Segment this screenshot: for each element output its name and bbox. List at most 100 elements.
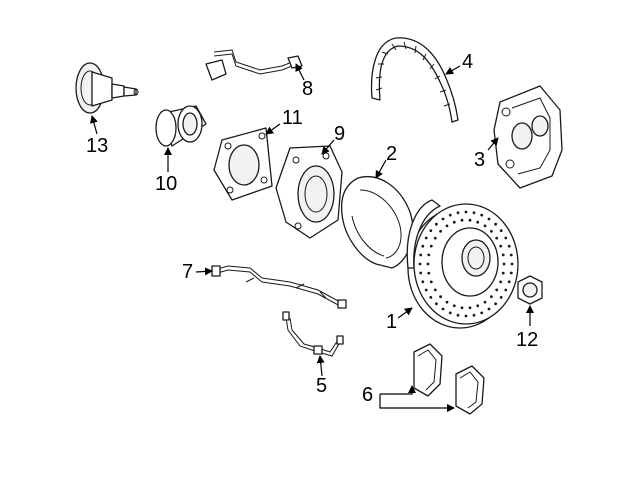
drill-hole xyxy=(480,311,484,315)
drill-hole xyxy=(452,220,456,224)
drill-hole xyxy=(441,217,445,221)
wheel-carrier xyxy=(275,145,343,239)
brake-hose xyxy=(370,37,459,123)
drill-hole xyxy=(476,304,480,308)
drill-hole xyxy=(510,262,514,266)
drill-hole xyxy=(429,296,433,299)
drill-hole xyxy=(499,244,503,248)
drill-hole xyxy=(472,211,476,215)
callout-5: 5 xyxy=(316,375,327,397)
callout-13: 13 xyxy=(86,135,108,157)
drill-hole xyxy=(429,280,433,284)
callout-10: 10 xyxy=(155,173,177,195)
drill-hole xyxy=(499,296,503,299)
drill-hole xyxy=(509,271,513,275)
leader-11 xyxy=(265,123,281,135)
drill-hole xyxy=(490,229,493,233)
callout-4: 4 xyxy=(462,51,473,73)
bearing-mounting-plate xyxy=(213,127,273,201)
drill-hole xyxy=(429,244,433,248)
callout-3: 3 xyxy=(474,149,485,171)
brake-pads xyxy=(413,343,485,415)
drill-hole xyxy=(464,210,468,214)
drill-hole xyxy=(448,311,452,315)
drill-hole xyxy=(456,313,460,317)
drill-hole xyxy=(439,295,442,299)
brake-caliper xyxy=(493,85,563,189)
brake-rotor-drilled xyxy=(406,199,519,329)
hub-drive-flange xyxy=(75,62,139,114)
drill-hole xyxy=(483,224,487,228)
leader-3 xyxy=(487,137,499,151)
wheel-bearing xyxy=(155,105,207,147)
leader-9 xyxy=(321,139,335,155)
drill-hole xyxy=(509,253,513,257)
drill-hole xyxy=(418,262,422,266)
drill-hole xyxy=(468,306,472,310)
leader-6a xyxy=(380,385,416,395)
drill-hole xyxy=(435,222,438,226)
drill-hole xyxy=(445,224,449,228)
drill-hole xyxy=(445,300,449,304)
drill-hole xyxy=(427,253,431,257)
drill-hole xyxy=(483,300,487,304)
drill-hole xyxy=(460,218,464,222)
drill-hole xyxy=(429,229,433,233)
callout-12: 12 xyxy=(516,329,538,351)
drill-hole xyxy=(421,280,425,284)
drill-hole xyxy=(426,262,430,266)
drill-hole xyxy=(433,236,437,240)
drill-hole xyxy=(495,288,499,292)
drill-hole xyxy=(464,314,468,318)
drill-hole xyxy=(441,307,445,311)
callout-6: 6 xyxy=(362,384,373,406)
callout-9: 9 xyxy=(334,123,345,145)
axle-nut xyxy=(517,275,543,305)
drill-hole xyxy=(494,222,497,226)
drill-hole xyxy=(495,236,499,240)
wheel-speed-sensor xyxy=(205,49,303,81)
abs-sensor-wire xyxy=(211,265,347,309)
leader-6b xyxy=(379,394,455,412)
rotor-drill-holes xyxy=(418,210,514,318)
drill-hole xyxy=(504,288,508,292)
callout-2: 2 xyxy=(386,143,397,165)
drill-hole xyxy=(419,271,423,275)
leader-7 xyxy=(195,267,213,276)
callout-11: 11 xyxy=(282,107,303,129)
leader-13 xyxy=(90,115,98,135)
drill-hole xyxy=(499,280,503,284)
drill-hole xyxy=(507,244,511,248)
drill-hole xyxy=(494,302,497,306)
drill-hole xyxy=(472,313,476,317)
drill-hole xyxy=(448,213,452,217)
callout-8: 8 xyxy=(302,78,313,100)
leader-5 xyxy=(316,355,325,377)
drill-hole xyxy=(487,217,491,221)
drill-hole xyxy=(433,288,437,292)
drill-hole xyxy=(435,302,438,306)
drill-hole xyxy=(460,306,464,310)
drill-hole xyxy=(504,236,508,240)
drill-hole xyxy=(424,288,428,292)
callout-labels: 13 10 11 9 8 4 2 3 7 1 12 5 6 xyxy=(86,51,538,406)
drill-hole xyxy=(490,295,493,299)
leader-4 xyxy=(445,65,461,75)
drill-hole xyxy=(499,229,503,233)
drill-hole xyxy=(456,211,460,215)
drill-hole xyxy=(476,220,480,224)
leader-1 xyxy=(397,307,413,319)
drill-hole xyxy=(480,213,484,217)
drill-hole xyxy=(487,307,491,311)
drill-hole xyxy=(419,253,423,257)
drill-hole xyxy=(452,304,456,308)
drill-hole xyxy=(507,280,511,284)
drill-hole xyxy=(424,236,428,240)
drill-hole xyxy=(468,218,472,222)
drill-hole xyxy=(501,253,505,257)
leader-8 xyxy=(295,63,305,81)
brake-pad-wear-sensor xyxy=(282,311,344,357)
callout-1: 1 xyxy=(386,311,397,333)
